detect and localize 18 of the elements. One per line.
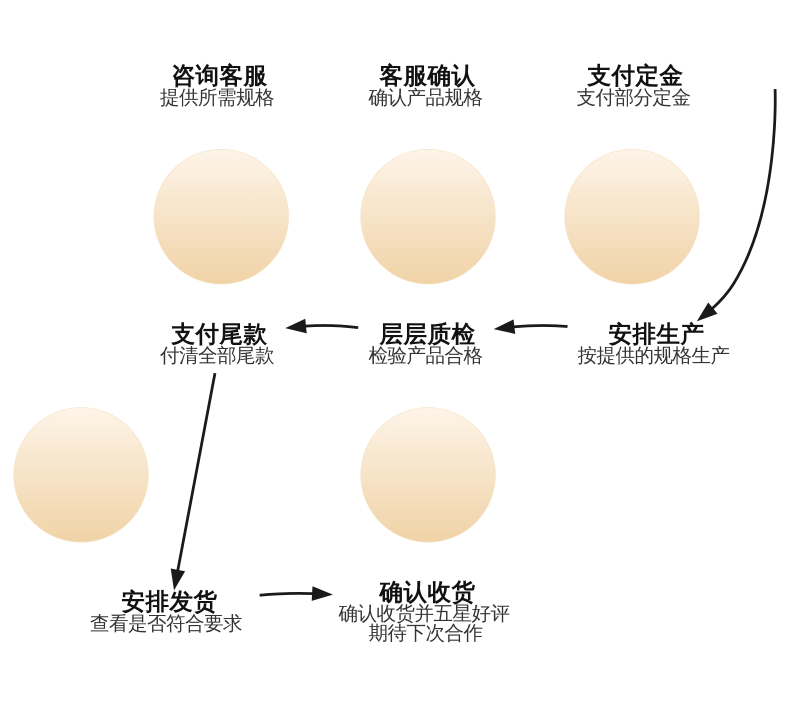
node-text: 层层质检 检验产品合格 (368, 319, 482, 367)
arrow (696, 88, 777, 321)
arrow (170, 372, 216, 590)
arrow (494, 318, 568, 334)
node-text: 安排生产 按提供的规格生产 (577, 319, 730, 367)
node-text: 咨询客服 提供所需规格 (160, 61, 274, 108)
node-text: 支付尾款 付清全部尾款 (160, 319, 274, 367)
arrow (285, 318, 358, 333)
node-text: 客服确认 确认产品规格 (368, 61, 482, 108)
node-circle (360, 406, 496, 542)
node-text: 安排发货 查看是否符合要求 (90, 587, 242, 634)
node-text: 支付定金 支付部分定金 (576, 61, 691, 108)
node-circle (360, 148, 496, 284)
node-circle (564, 148, 700, 284)
node-text: 确认收货 确认收货并五星好评期待下次合作 (338, 577, 510, 644)
node-circle (13, 406, 149, 542)
arrow (260, 586, 333, 600)
node-circle (154, 148, 289, 284)
